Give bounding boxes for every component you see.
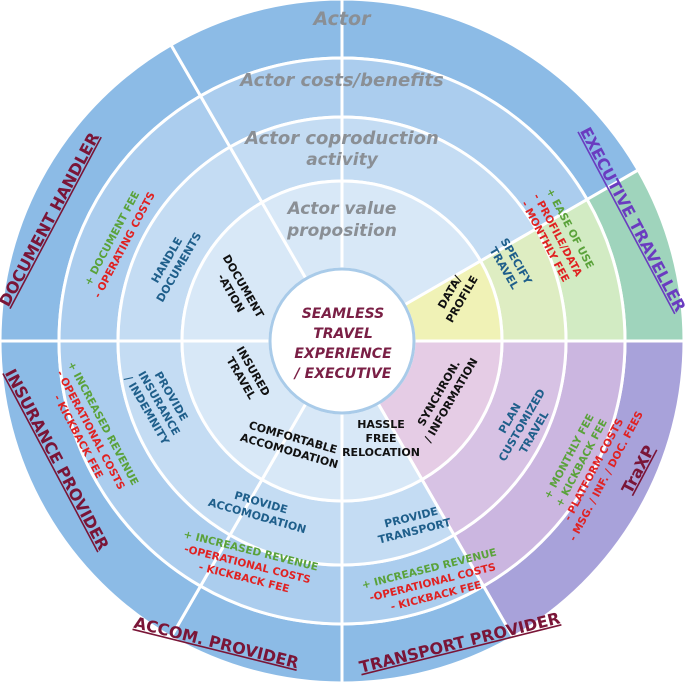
ring-label-actor: Actor <box>312 8 373 30</box>
svg-text:HASSLE: HASSLE <box>357 418 405 431</box>
svg-text:EXPERIENCE: EXPERIENCE <box>294 346 392 362</box>
value-hassle-free-relocation: HASSLE FREE RELOCATION <box>342 418 420 459</box>
svg-text:RELOCATION: RELOCATION <box>342 446 420 459</box>
svg-text:FREE: FREE <box>365 432 396 445</box>
ring-label-costs: Actor costs/benefits <box>238 70 444 91</box>
ring-label-value: Actor value <box>286 199 397 219</box>
svg-text:SEAMLESS: SEAMLESS <box>302 306 385 322</box>
svg-text:TRAVEL: TRAVEL <box>313 326 373 342</box>
center-circle <box>268 267 416 415</box>
ring-label-coproduction-2: activity <box>306 150 379 170</box>
center-title: SEAMLESS TRAVEL EXPERIENCE / EXECUTIVE <box>293 306 392 382</box>
svg-text:/ EXECUTIVE: / EXECUTIVE <box>293 366 392 382</box>
ring-label-value-2: proposition <box>286 221 397 241</box>
ring-label-coproduction: Actor coproduction <box>243 128 439 149</box>
